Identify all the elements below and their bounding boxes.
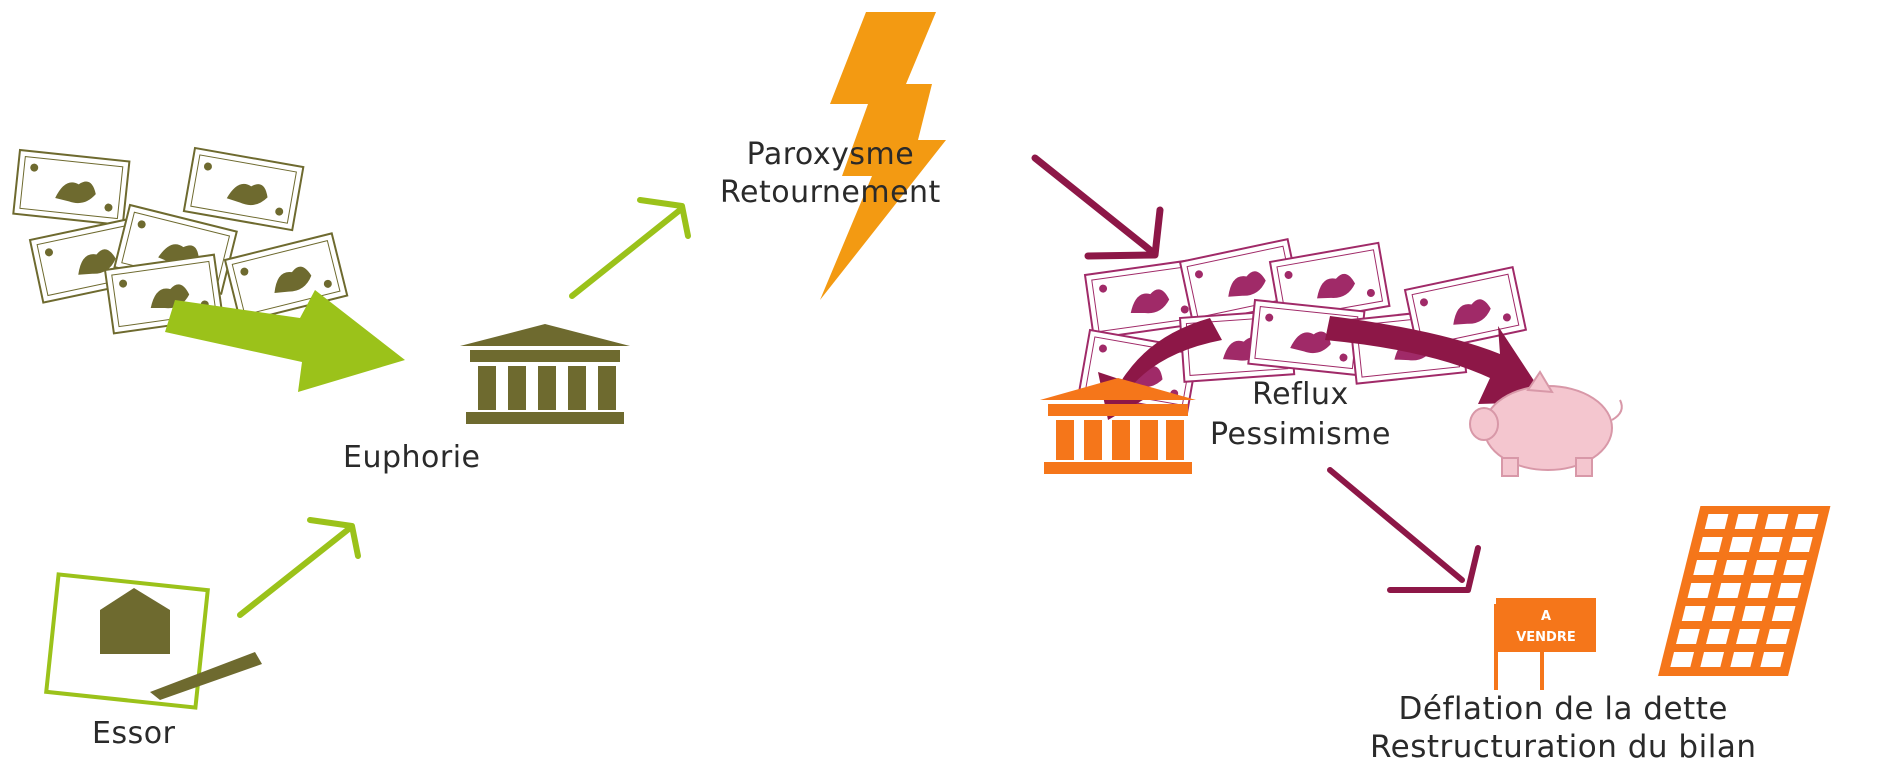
building-window: [1766, 629, 1790, 644]
building-window: [1687, 583, 1712, 598]
building-window: [1758, 537, 1783, 552]
reflux-line-2: Pessimisme: [1210, 417, 1391, 452]
building-window: [1730, 652, 1755, 667]
building-window: [1794, 514, 1819, 529]
building-icon: [1658, 506, 1831, 676]
essor-label: Essor: [92, 716, 176, 751]
for-sale-sign-icon: A VENDRE: [1494, 598, 1596, 690]
paroxysme-to-reflux-arrow: [1031, 154, 1164, 260]
reflux-label: Reflux Pessimisme: [1210, 375, 1391, 455]
building-window: [1681, 606, 1706, 621]
building-window: [1700, 652, 1725, 667]
building-window: [1747, 583, 1772, 598]
building-window: [1777, 583, 1802, 598]
sign-line-2: VENDRE: [1516, 630, 1576, 645]
reflux-bank-icon: [1040, 378, 1196, 474]
euphorie-bank-icon: [460, 324, 630, 424]
building-window: [1736, 629, 1760, 644]
reflux-line-1: Reflux: [1252, 377, 1349, 412]
building-window: [1723, 560, 1747, 575]
building-window: [1670, 652, 1695, 667]
lightning-bolt-icon: [820, 12, 946, 300]
sign-line-1: A: [1541, 609, 1551, 624]
deflation-label: Déflation de la dette Restructuration du…: [1370, 690, 1756, 766]
piggy-bank-icon: [1469, 370, 1623, 477]
euphorie-to-paroxysme-arrow: [569, 197, 691, 299]
building-window: [1764, 514, 1789, 529]
outflow-arrow-to-piggy: [1325, 316, 1548, 404]
building-window: [1693, 560, 1717, 575]
essor-house-icon: [44, 572, 262, 710]
building-window: [1741, 606, 1766, 621]
building-window: [1753, 560, 1777, 575]
deflation-line-1: Déflation de la dette: [1398, 691, 1728, 727]
building-window: [1788, 537, 1813, 552]
building-window: [1706, 629, 1730, 644]
building-window: [1760, 652, 1785, 667]
building-window: [1676, 629, 1700, 644]
paroxysme-label: Paroxysme Retournement: [720, 136, 941, 212]
building-window: [1771, 606, 1796, 621]
building-window: [1734, 514, 1759, 529]
paroxysme-line-1: Paroxysme: [746, 137, 915, 172]
reflux-to-deflation-arrow: [1327, 467, 1481, 593]
building-window: [1711, 606, 1736, 621]
building-window: [1717, 583, 1742, 598]
building-window: [1698, 537, 1723, 552]
paroxysme-line-2: Retournement: [720, 175, 941, 210]
inflow-arrow: [165, 290, 405, 392]
essor-to-euphorie-arrow: [237, 517, 361, 618]
building-window: [1704, 514, 1729, 529]
euphorie-label: Euphorie: [343, 440, 481, 475]
building-window: [1728, 537, 1753, 552]
building-window: [1783, 560, 1807, 575]
deflation-line-2: Restructuration du bilan: [1370, 729, 1757, 765]
